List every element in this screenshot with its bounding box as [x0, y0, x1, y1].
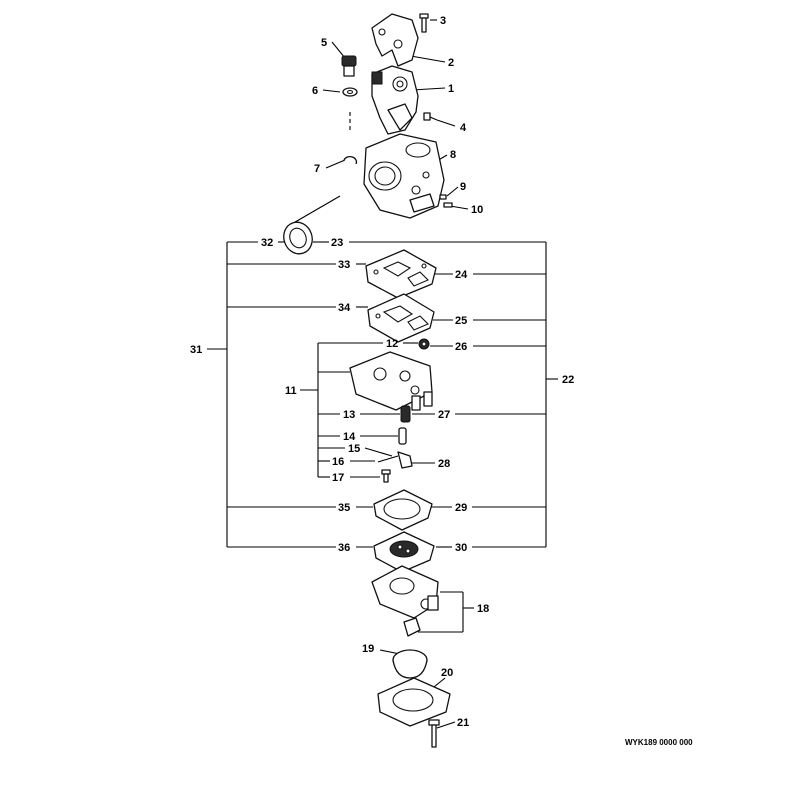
callout-11: 11	[285, 385, 297, 397]
part-6-washer	[342, 87, 358, 97]
callout-6: 6	[312, 85, 318, 97]
part-1-throttle-body	[371, 65, 419, 135]
callout-10: 10	[471, 204, 483, 216]
callout-15: 15	[348, 443, 360, 455]
part-13-27-spring	[400, 405, 411, 423]
callout-3: 3	[440, 15, 446, 27]
part-7-clip	[343, 155, 358, 165]
part-17-screw	[381, 469, 391, 483]
callout-21: 21	[457, 717, 469, 729]
callout-12: 12	[386, 338, 398, 350]
part-20-primer-retainer	[377, 677, 451, 727]
callout-26: 26	[455, 341, 467, 353]
part-36-30-pump-diaphragm	[373, 531, 435, 573]
callout-19: 19	[362, 643, 374, 655]
callout-7: 7	[314, 163, 320, 175]
callout-4: 4	[460, 122, 467, 134]
part-32-gasket-ring	[283, 221, 313, 255]
callout-25: 25	[455, 315, 467, 327]
callout-5: 5	[321, 37, 327, 49]
part-8-carburetor-body	[363, 133, 445, 219]
callout-29: 29	[455, 502, 467, 514]
part-11-metering-body	[349, 351, 433, 411]
callout-2: 2	[448, 57, 454, 69]
callout-28: 28	[438, 458, 450, 470]
part-21-screw	[428, 719, 440, 748]
callout-16: 16	[332, 456, 344, 468]
callout-13: 13	[343, 409, 355, 421]
part-28-lever	[397, 451, 413, 469]
part-4-screw	[423, 112, 438, 121]
reference-code: WYK189 0000 000	[625, 738, 693, 747]
callout-23: 23	[331, 237, 343, 249]
callout-1: 1	[448, 83, 454, 95]
leader-lines	[207, 19, 558, 729]
part-9-10-screws	[439, 194, 453, 208]
part-35-29-gasket	[373, 489, 433, 531]
callout-27: 27	[438, 409, 450, 421]
callout-17: 17	[332, 472, 344, 484]
part-15-pin	[377, 455, 399, 463]
part-14-needle	[398, 427, 407, 445]
part-19-primer-bulb	[392, 649, 428, 679]
callout-18: 18	[477, 603, 489, 615]
callout-20: 20	[441, 667, 453, 679]
part-12-26-valve	[418, 338, 430, 350]
callout-22: 22	[562, 374, 574, 386]
callout-36: 36	[338, 542, 350, 554]
part-2-bracket	[371, 13, 419, 67]
callout-24: 24	[455, 269, 468, 281]
part-5-plug	[341, 55, 357, 77]
part-3-screw	[419, 13, 429, 33]
part-34-25-diaphragm	[367, 293, 435, 343]
callout-35: 35	[338, 502, 350, 514]
callout-30: 30	[455, 542, 467, 554]
callout-8: 8	[450, 149, 456, 161]
part-18-pump-cover	[371, 565, 439, 637]
callout-33: 33	[338, 259, 350, 271]
callout-31: 31	[190, 344, 202, 356]
part-33-24-gasket	[365, 249, 437, 299]
callout-34: 34	[338, 302, 351, 314]
callout-14: 14	[343, 431, 356, 443]
callout-32: 32	[261, 237, 273, 249]
callout-labels: 3 5 2 6 1 4 8 7 9 10 32 23 33 24 34 25 3…	[190, 15, 574, 729]
callout-9: 9	[460, 181, 466, 193]
